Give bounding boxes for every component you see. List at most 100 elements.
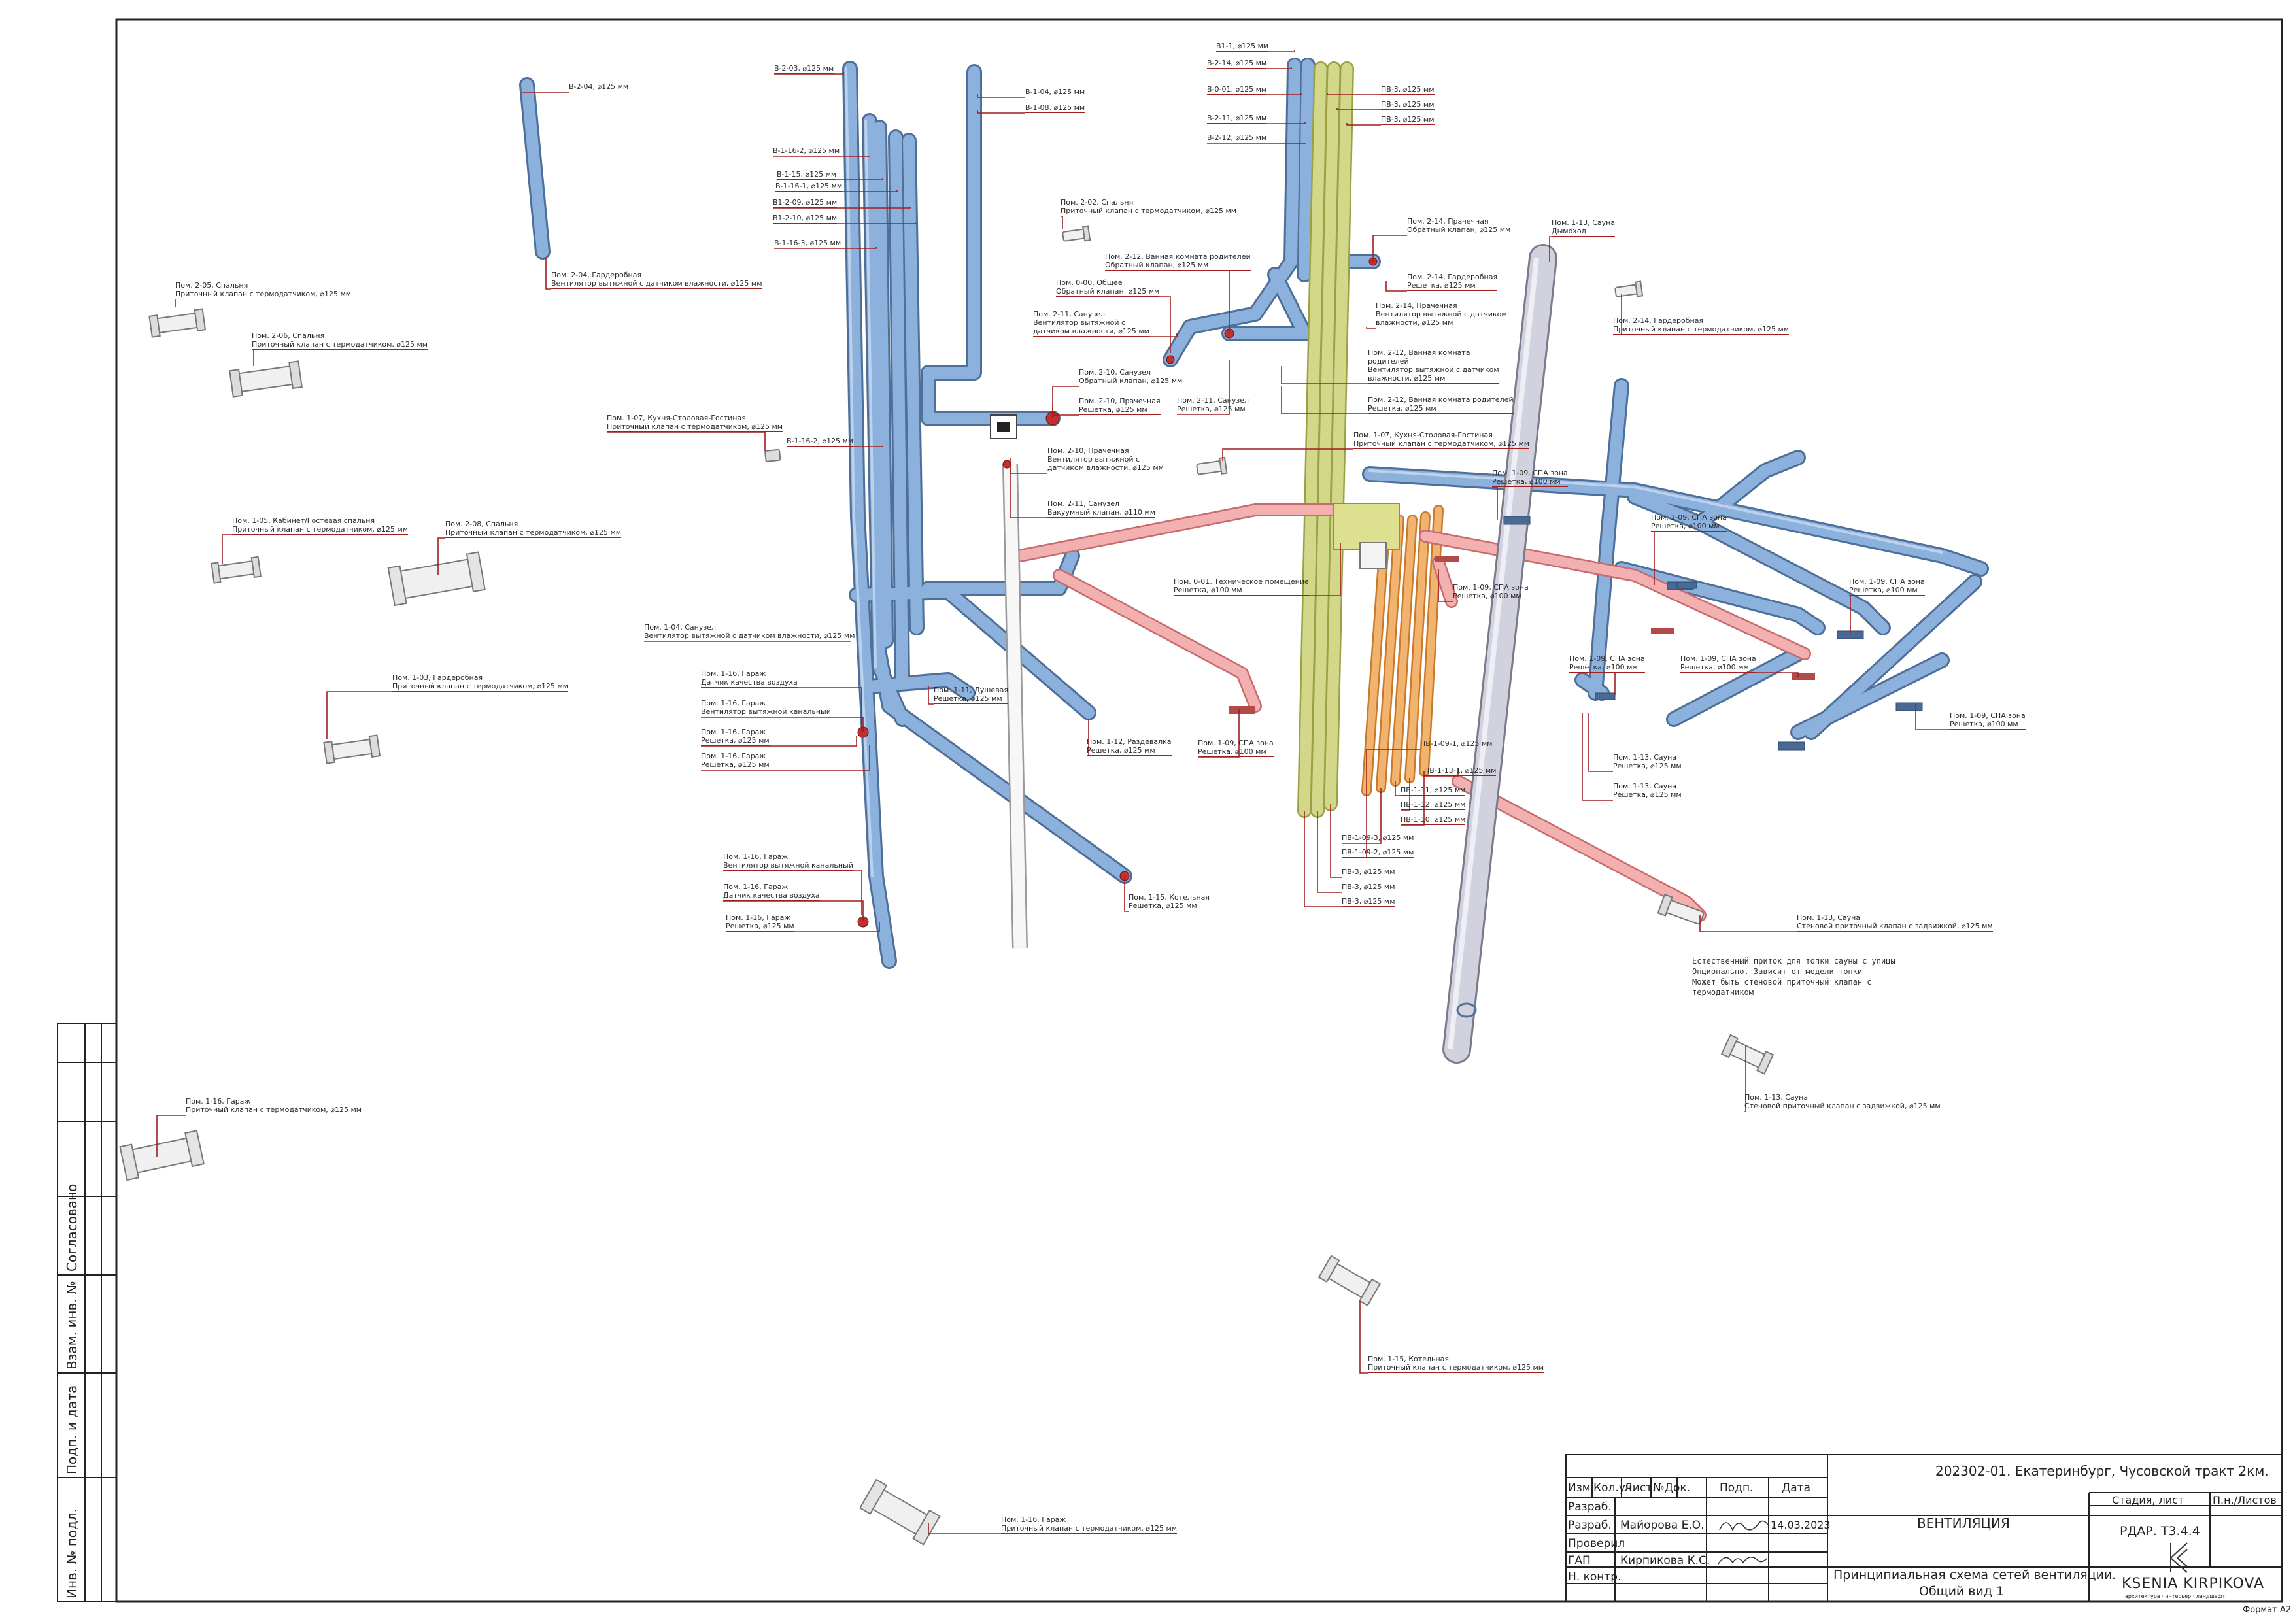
callout-label-line: Решетка, ⌀100 мм: [1849, 586, 1925, 596]
callout-label: ПВ-3, ⌀125 мм: [1342, 897, 1395, 907]
note-line: Может быть стеновой приточный клапан с: [1692, 977, 1872, 987]
callout-label-line: влажности, ⌀125 мм: [1368, 374, 1499, 384]
callout-label-line: Датчик качества воздуха: [701, 678, 798, 688]
wall-supply-valves: [119, 225, 1775, 1546]
leader-line: [1336, 108, 1381, 110]
leader-line: [977, 94, 1025, 98]
tb-header-podp: Подп.: [1720, 1481, 1754, 1495]
callout-label-line: родителей: [1368, 357, 1409, 365]
tb-project: 202302-01. Екатеринбург, Чусовской тракт…: [1935, 1463, 2269, 1479]
callout-label-line: Пом. 1-13, Сауна: [1552, 218, 1616, 227]
callout-label-line: Пом. 2-11, Санузел: [1047, 499, 1120, 508]
callout-label-line: Пом. 1-09, СПА зона: [1849, 577, 1925, 586]
sheet-format: Формат А2: [2243, 1605, 2292, 1615]
tb-stage: РДАР. Т3.4.4: [2120, 1524, 2200, 1538]
tb-role-4: ГАП: [1568, 1554, 1591, 1567]
leader-line: [726, 922, 880, 932]
callout-label-line: Решетка, ⌀125 мм: [701, 760, 770, 770]
pink-supply-duct: [1013, 503, 1811, 922]
callout-label-line: ПВ-3, ⌀125 мм: [1342, 868, 1395, 877]
callout-label-line: Приточный клапан с термодатчиком, ⌀125 м…: [1368, 1363, 1544, 1373]
leader-line: [1385, 281, 1407, 292]
leader-line: [774, 247, 877, 249]
callout-label: В-2-14, ⌀125 мм: [1207, 59, 1267, 69]
callout-label-line: Пом. 0-01, Техническое помещение: [1174, 577, 1309, 586]
leader-line: [1124, 876, 1129, 912]
leader-line: [1395, 781, 1401, 796]
tb-header-list: Лист: [1624, 1481, 1653, 1495]
callout-label: ПВ-3, ⌀125 мм: [1342, 868, 1395, 877]
callout-label-line: Пом. 2-06, Спальня: [252, 331, 325, 340]
callout-label-line: Дымоход: [1552, 227, 1616, 237]
leader-line: [1207, 93, 1302, 95]
callout-label: В-1-16-2, ⌀125 мм: [787, 437, 854, 447]
callout-label-line: Приточный клапан с термодатчиком, ⌀125 м…: [232, 525, 409, 535]
tb-name-2: Майорова Е.О.: [1620, 1519, 1705, 1532]
callout-label-line: Обратный клапан, ⌀125 мм: [1079, 377, 1183, 386]
sauna-intake-note: Естественный приток для топки сауны с ул…: [1692, 956, 1908, 998]
callout-label-line: В1-2-09, ⌀125 мм: [773, 198, 838, 208]
callout-label: ПВ-1-09-2, ⌀125 мм: [1342, 848, 1414, 858]
tb-header-koluch: Кол.уч.: [1593, 1481, 1636, 1495]
callout-label-line: Вентилятор вытяжной с датчиком: [1368, 365, 1499, 374]
side-stamp-table: [57, 1023, 117, 1602]
leader-line: [607, 431, 766, 451]
leader-line: [1401, 771, 1425, 826]
callout-label-line: Пом. 2-10, Прачечная: [1079, 397, 1161, 405]
callout-label-line: В1-2-10, ⌀125 мм: [773, 214, 838, 224]
leader-line: [775, 190, 898, 192]
callout-label-line: Вентилятор вытяжной канальный: [701, 707, 831, 717]
callout-label: ПВ-3, ⌀125 мм: [1381, 85, 1435, 95]
exhaust-risers: [1297, 61, 1354, 818]
leader-line: [1549, 236, 1552, 262]
callout-label: В-1-16-1, ⌀125 мм: [775, 182, 843, 192]
callout-label-line: Пом. 1-09, СПА зона: [1950, 711, 2026, 720]
callout-label-line: Пом. 1-16, Гараж: [701, 752, 766, 760]
callout-label: ПВ-1-13-1, ⌀125 мм: [1424, 766, 1497, 776]
callout-label-line: Решетка, ⌀125 мм: [934, 694, 1009, 704]
callout-label-line: Приточный клапан с термодатчиком, ⌀125 м…: [445, 528, 622, 538]
callout-label-line: Пом. 1-12, Раздевалка: [1087, 737, 1172, 746]
leader-line: [1359, 1301, 1368, 1374]
leader-line: [928, 686, 934, 705]
leader-line: [1052, 405, 1079, 416]
leader-line: [1174, 543, 1341, 596]
leader-line: [1222, 448, 1353, 461]
leader-line: [252, 349, 254, 366]
callout-label-line: Пом. 0-00, Общее: [1056, 279, 1123, 287]
callout-label-line: влажности, ⌀125 мм: [1376, 318, 1507, 328]
leader-line: [437, 537, 445, 575]
callout-label-line: В-2-12, ⌀125 мм: [1207, 133, 1267, 143]
callout-label-line: Пом. 2-10, Санузел: [1079, 368, 1151, 377]
tb-role-3: Проверил: [1568, 1537, 1625, 1550]
callout-label-line: ПВ-1-13-1, ⌀125 мм: [1424, 766, 1497, 776]
callout-label-line: Пом. 1-16, Гараж: [701, 669, 766, 678]
callout-label: В-0-01, ⌀125 мм: [1207, 85, 1267, 95]
leader-line: [774, 72, 844, 75]
leader-line: [1492, 486, 1498, 520]
callout-label: ПВ-3, ⌀125 мм: [1381, 100, 1435, 110]
leader-line: [1699, 915, 1797, 932]
controller-box: [1359, 542, 1387, 569]
tb-drawing-line1: Принципиальная схема сетей вентиляции.: [1833, 1568, 2116, 1582]
callout-label-line: ПВ-3, ⌀125 мм: [1381, 100, 1435, 110]
callout-label: ПВ-1-10, ⌀125 мм: [1401, 815, 1466, 825]
callout-label-line: Пом. 1-13, Сауна: [1613, 782, 1677, 790]
callout-label-line: ПВ-1-09-1, ⌀125 мм: [1420, 739, 1493, 749]
tb-role-2: Разраб.: [1568, 1519, 1612, 1532]
leader-line: [1366, 749, 1420, 791]
leader-line: [1438, 569, 1453, 602]
callout-label-line: Пом. 1-13, Сауна: [1613, 753, 1677, 762]
